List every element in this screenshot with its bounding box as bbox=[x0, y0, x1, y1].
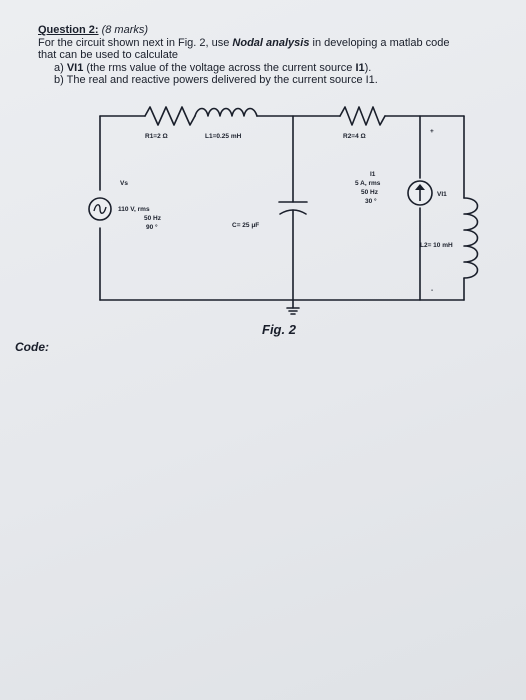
label-capacitor: C= 25 μF bbox=[232, 222, 259, 229]
figure-caption: Fig. 2 bbox=[262, 322, 297, 337]
question-heading: Question 2: bbox=[38, 24, 99, 36]
question-heading-line: Question 2: (8 marks) bbox=[38, 24, 518, 37]
label-vi1: VI1 bbox=[437, 191, 447, 198]
item-a-text: (the rms value of the voltage across the… bbox=[83, 61, 356, 74]
label-vs-rms: 110 V, rms bbox=[118, 206, 150, 213]
question-line-1-post: in developing a matlab code bbox=[309, 36, 450, 49]
inductor-l1 bbox=[194, 107, 258, 117]
label-i1-phase: 30 ° bbox=[365, 197, 377, 205]
question-line-1-pre: For the circuit shown next in Fig. 2, us… bbox=[38, 36, 233, 49]
question-marks: (8 marks) bbox=[101, 24, 149, 36]
nodal-analysis-emphasis: Nodal analysis bbox=[232, 36, 310, 49]
resistor-r2 bbox=[339, 106, 386, 126]
item-a-i1: I1 bbox=[355, 61, 365, 74]
current-source-i1 bbox=[407, 180, 433, 206]
item-a-vi1: VI1 bbox=[66, 61, 84, 74]
item-a-prefix: a) bbox=[54, 61, 67, 74]
label-r2: R2=4 Ω bbox=[343, 133, 366, 140]
label-vi1-minus: - bbox=[431, 287, 433, 294]
label-vs-phase: 90 ° bbox=[146, 223, 158, 231]
voltage-source-vs bbox=[88, 197, 112, 221]
item-a-end: ). bbox=[364, 61, 372, 74]
label-vs-freq: 50 Hz bbox=[144, 215, 162, 222]
label-r1: R1=2 Ω bbox=[145, 133, 168, 140]
label-l2: L2= 10 mH bbox=[420, 242, 453, 249]
inductor-l2 bbox=[463, 197, 479, 279]
label-l1: L1=0.25 mH bbox=[205, 133, 242, 140]
label-i1: I1 bbox=[370, 171, 376, 178]
label-vs: Vs bbox=[120, 180, 128, 187]
code-label: Code: bbox=[15, 340, 49, 354]
ground-symbol bbox=[286, 307, 300, 315]
question-line-2: that can be used to calculate bbox=[38, 49, 179, 61]
question-line-1: For the circuit shown next in Fig. 2, us… bbox=[38, 37, 518, 50]
label-i1-freq: 50 Hz bbox=[361, 189, 379, 196]
question-block: Question 2: (8 marks) For the circuit sh… bbox=[38, 24, 518, 87]
resistor-r1 bbox=[144, 106, 196, 126]
item-a: a) VI1 (the rms value of the voltage acr… bbox=[38, 62, 518, 75]
label-vi1-plus: + bbox=[430, 128, 434, 135]
label-i1-rms: 5 A, rms bbox=[355, 180, 381, 187]
item-b: b) The real and reactive powers delivere… bbox=[54, 74, 378, 86]
